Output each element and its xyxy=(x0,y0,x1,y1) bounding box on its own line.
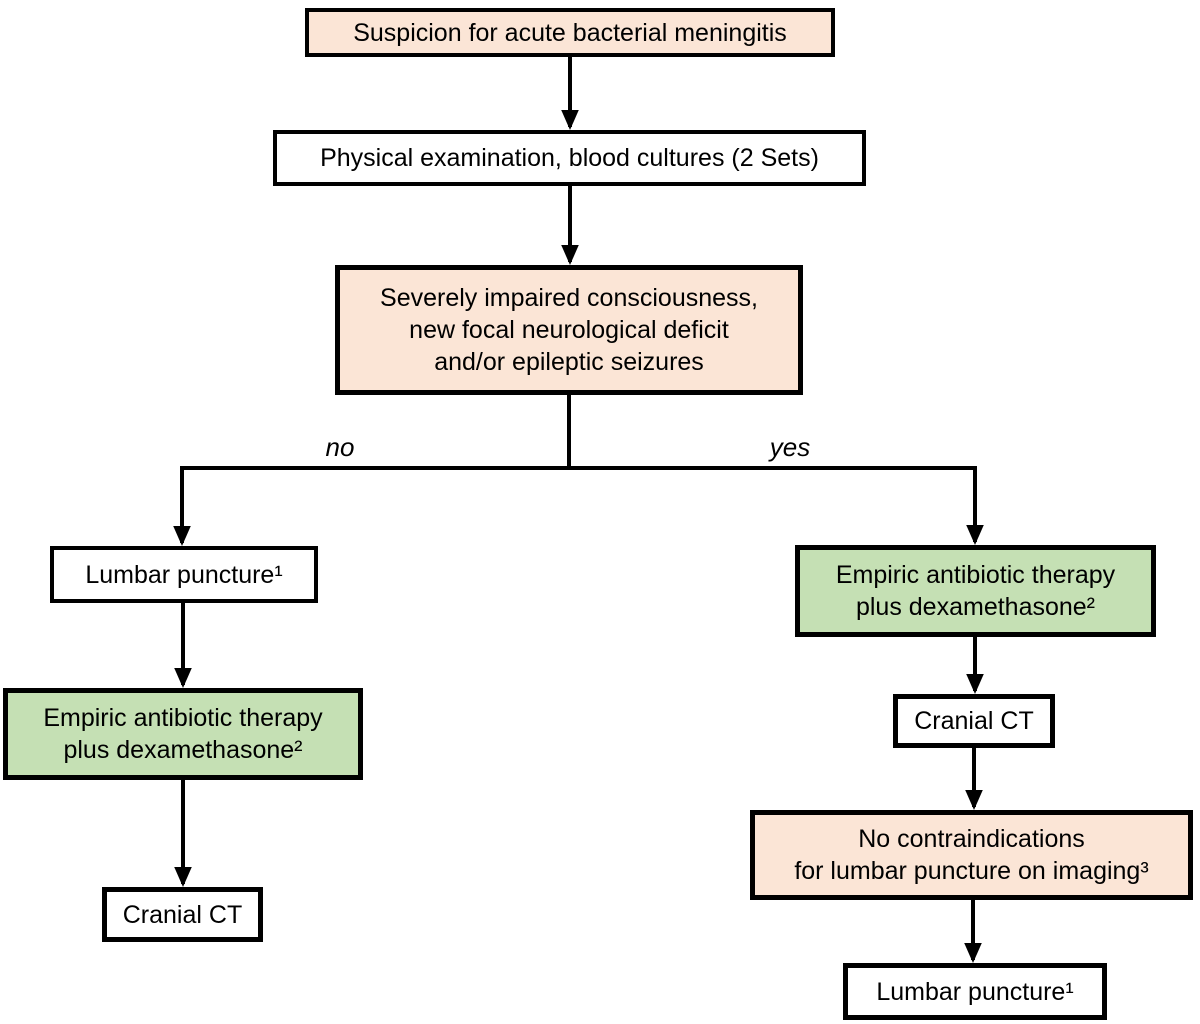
branch-label-no: no xyxy=(325,432,355,462)
node-no-contraindications: No contraindications for lumbar puncture… xyxy=(750,810,1193,900)
node-cranial-ct-right: Cranial CT xyxy=(893,694,1055,748)
node-lumbar-puncture-left: Lumbar puncture¹ xyxy=(50,546,318,603)
node-impaired-consciousness: Severely impaired consciousness, new foc… xyxy=(335,265,803,395)
node-suspicion-meningitis: Suspicion for acute bacterial meningitis xyxy=(305,8,835,57)
branch-label-yes: yes xyxy=(769,432,811,462)
node-empiric-therapy-right: Empiric antibiotic therapy plus dexameth… xyxy=(795,545,1156,637)
node-lumbar-puncture-right: Lumbar puncture¹ xyxy=(843,963,1107,1020)
node-cranial-ct-left: Cranial CT xyxy=(102,887,263,942)
node-physical-examination: Physical examination, blood cultures (2 … xyxy=(273,130,866,186)
node-empiric-therapy-left: Empiric antibiotic therapy plus dexameth… xyxy=(3,688,363,780)
